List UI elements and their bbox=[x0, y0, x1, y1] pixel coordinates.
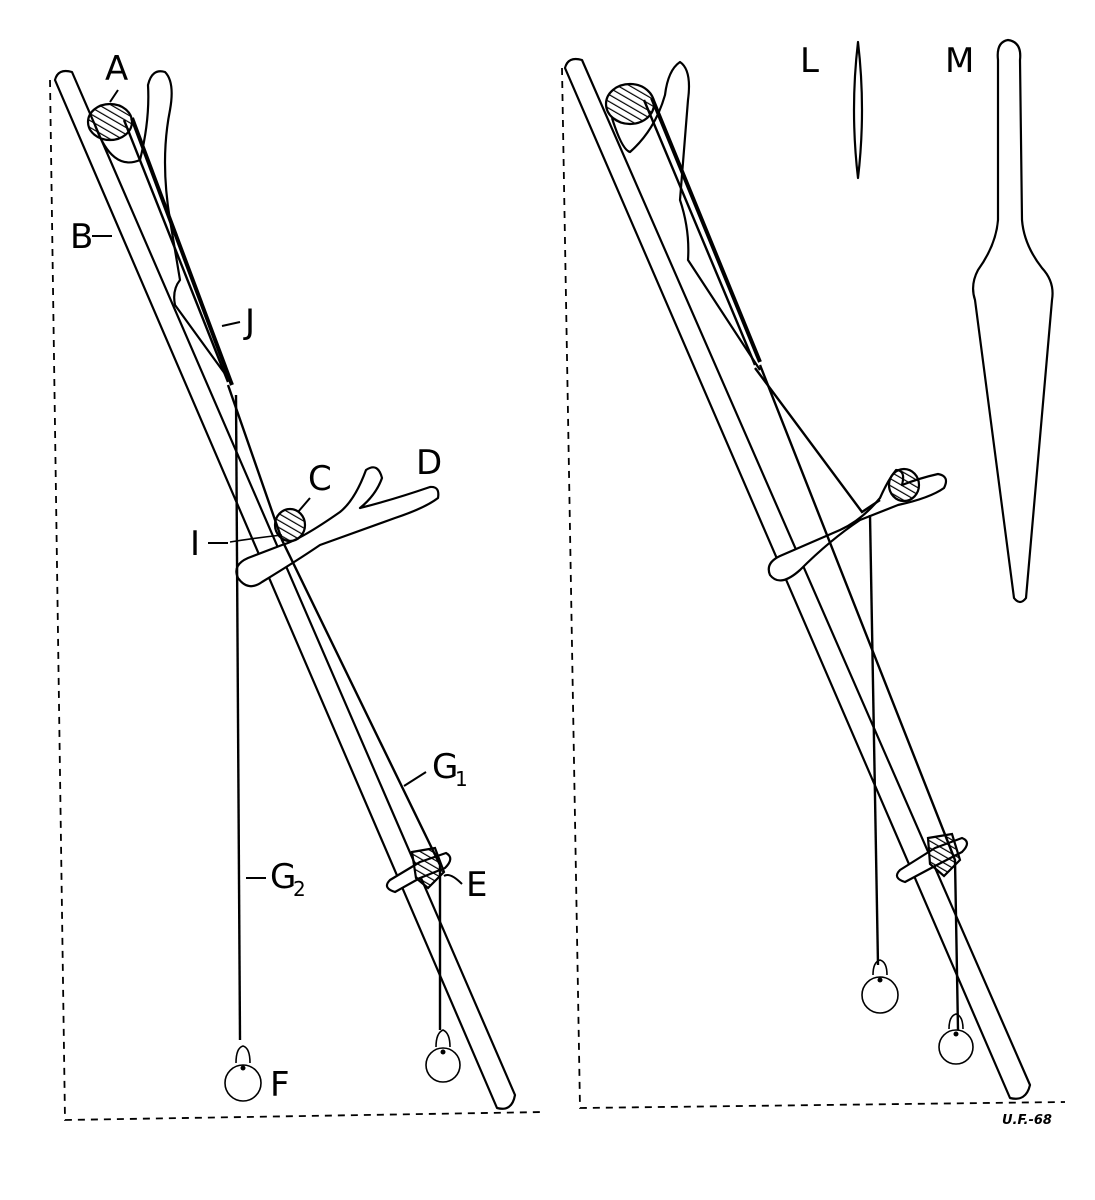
right-staff bbox=[563, 57, 1032, 1100]
label-f: F bbox=[270, 1065, 290, 1105]
right-cord-upper bbox=[650, 97, 762, 363]
right-cord-vertical bbox=[868, 514, 880, 966]
label-g2: G bbox=[270, 857, 296, 897]
label-c: C bbox=[308, 459, 332, 499]
label-d: D bbox=[416, 443, 442, 483]
left-figure: A B J C D I G 1 G 2 E F bbox=[49, 49, 546, 1121]
right-figure: L M U.F.-68 bbox=[561, 38, 1066, 1128]
left-cord-j bbox=[130, 117, 234, 386]
label-i: I bbox=[190, 524, 200, 564]
left-heddle-i bbox=[229, 534, 283, 543]
beater-m bbox=[971, 38, 1054, 604]
right-fork-arm bbox=[610, 60, 761, 371]
label-b: B bbox=[70, 217, 93, 257]
label-e: E bbox=[466, 865, 487, 905]
right-weight-left bbox=[861, 959, 899, 1014]
label-l: L bbox=[800, 41, 819, 81]
right-cord-diagonal bbox=[758, 364, 960, 1031]
left-weight-e bbox=[425, 1029, 461, 1083]
left-cross-stick-d bbox=[235, 466, 440, 588]
arrow-g1 bbox=[403, 771, 427, 787]
label-g1: G bbox=[432, 747, 458, 787]
label-g2-sub: 2 bbox=[293, 877, 306, 901]
label-g1-sub: 1 bbox=[455, 767, 468, 791]
right-weight-right bbox=[938, 1013, 974, 1065]
label-a: A bbox=[105, 49, 128, 89]
arrow-j bbox=[221, 321, 241, 327]
right-rod-middle bbox=[887, 467, 921, 503]
left-weight-f bbox=[224, 1045, 262, 1102]
right-cord-to-rod bbox=[754, 367, 881, 514]
left-cord-j2 bbox=[122, 119, 230, 383]
left-cord-g2 bbox=[234, 394, 242, 1041]
left-rod-c bbox=[273, 507, 307, 543]
arrow-e bbox=[443, 874, 463, 885]
label-m: M bbox=[945, 41, 974, 81]
arrow-a bbox=[109, 89, 119, 103]
left-staff-b bbox=[53, 69, 517, 1110]
shuttle-l bbox=[852, 40, 864, 180]
left-frame-dashed bbox=[49, 79, 546, 1121]
arrow-c bbox=[297, 497, 311, 513]
label-j: J bbox=[243, 302, 255, 342]
right-cord-upper2 bbox=[642, 99, 757, 366]
credit-text: U.F.-68 bbox=[1002, 1113, 1052, 1128]
left-cord-g1 bbox=[226, 384, 442, 1030]
right-rod-bottom bbox=[926, 832, 962, 878]
right-frame-dashed bbox=[561, 67, 1066, 1109]
